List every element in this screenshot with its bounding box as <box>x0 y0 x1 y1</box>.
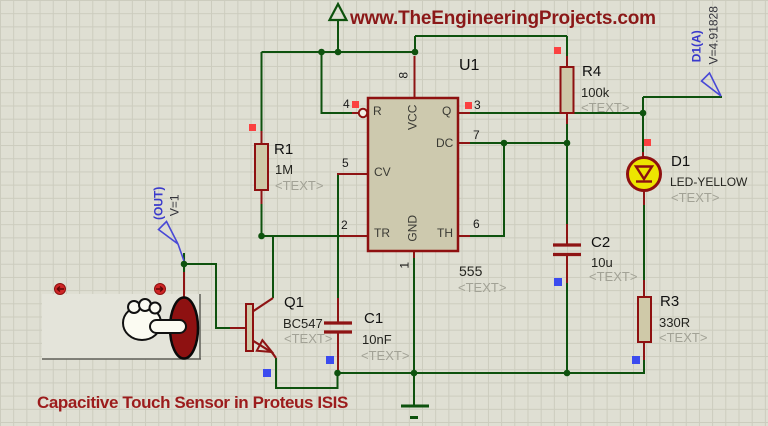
d1-value: LED-YELLOW <box>670 175 748 189</box>
touch-increment-button[interactable] <box>154 283 166 295</box>
r3-ref: R3 <box>660 293 680 310</box>
u1-text-placeholder: <TEXT> <box>458 280 507 295</box>
pin-q-label: Q <box>442 104 452 118</box>
probe-out-value: V=1 <box>167 194 182 217</box>
wires <box>183 20 722 406</box>
pin7-number: 7 <box>473 128 480 142</box>
junction-dots <box>180 48 647 377</box>
right-arrow-icon <box>156 286 164 292</box>
left-arrow-icon <box>56 286 64 292</box>
reset-bubble-icon <box>357 107 369 119</box>
probe-out-name: (OUT) <box>151 186 166 220</box>
r4-ref: R4 <box>582 63 602 80</box>
power-terminal-icon[interactable] <box>327 1 349 22</box>
r3-value: 330R <box>659 315 691 330</box>
r4-value: 100k <box>581 85 610 100</box>
c2-ref: C2 <box>591 234 611 251</box>
pin2-number: 2 <box>341 218 348 232</box>
pin-tr-label: TR <box>374 226 390 240</box>
resistor-r4[interactable] <box>559 66 575 114</box>
pin-gnd-label: GND <box>405 214 420 242</box>
site-watermark: www.TheEngineeringProjects.com <box>350 8 656 29</box>
q1-value: BC547 <box>283 316 323 331</box>
pin6-number: 6 <box>473 217 480 231</box>
pin-th-label: TH <box>437 226 453 240</box>
resistor-r3[interactable] <box>637 296 652 343</box>
probe-d1a-name: D1(A) <box>689 30 704 63</box>
pin1-number: 1 <box>397 261 412 269</box>
ic-555-body[interactable] <box>357 96 460 253</box>
voltage-probe-out-icon[interactable] <box>157 220 185 262</box>
resistor-r1[interactable] <box>254 143 269 191</box>
touch-decrement-button[interactable] <box>54 283 66 295</box>
red-selection-handles <box>249 47 651 146</box>
blue-selection-handles <box>263 278 640 377</box>
schematic-title: Capacitive Touch Sensor in Proteus ISIS <box>37 393 348 412</box>
u1-value: 555 <box>459 263 483 279</box>
capacitor-c1[interactable] <box>324 321 352 334</box>
pin8-number: 8 <box>396 71 411 79</box>
pin-r-label: R <box>373 104 382 118</box>
d1-ref: D1 <box>671 153 691 170</box>
q1-text-placeholder: <TEXT> <box>284 331 333 346</box>
pin-leads <box>183 56 645 371</box>
ground-icon[interactable] <box>401 404 429 419</box>
panel-border <box>42 294 201 360</box>
c1-value: 10nF <box>362 332 392 347</box>
pin4-number: 4 <box>343 97 350 111</box>
c2-value: 10u <box>591 255 613 270</box>
pin-vcc-label: VCC <box>405 104 420 130</box>
pin5-number: 5 <box>342 156 349 170</box>
r1-value: 1M <box>275 162 294 177</box>
hand-pointer-icon <box>122 298 187 341</box>
c2-text-placeholder: <TEXT> <box>589 269 638 284</box>
c1-text-placeholder: <TEXT> <box>361 348 410 363</box>
led-icon[interactable] <box>626 156 662 192</box>
capacitor-c2[interactable] <box>553 243 581 257</box>
emitter-arrow-icon <box>255 338 275 354</box>
r1-ref: R1 <box>274 141 294 158</box>
pin-cv-label: CV <box>374 165 391 179</box>
pin3-number: 3 <box>474 98 481 112</box>
u1-ref: U1 <box>459 57 480 74</box>
pin-dc-label: DC <box>436 136 454 150</box>
r3-text-placeholder: <TEXT> <box>659 330 708 345</box>
probe-d1a-value: V=4.91828 <box>706 6 721 65</box>
r4-text-placeholder: <TEXT> <box>581 100 630 115</box>
d1-text-placeholder: <TEXT> <box>671 190 720 205</box>
voltage-probe-d1a-icon[interactable] <box>700 71 722 97</box>
c1-ref: C1 <box>364 310 384 327</box>
r1-text-placeholder: <TEXT> <box>275 178 324 193</box>
collector-lead <box>252 297 274 312</box>
npn-transistor-icon[interactable] <box>245 297 277 359</box>
q1-ref: Q1 <box>284 294 305 311</box>
